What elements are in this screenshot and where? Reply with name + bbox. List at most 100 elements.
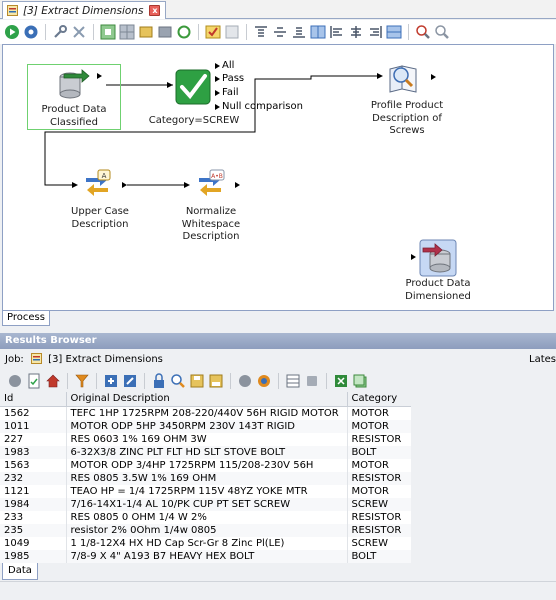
column-header-original-description[interactable]: Original Description [66, 392, 348, 407]
cell-original-description[interactable]: RES 0603 1% 169 OHM 3W [66, 432, 348, 446]
align-center-icon[interactable] [348, 24, 364, 40]
column-header-id[interactable]: Id [0, 392, 67, 407]
cell-id[interactable]: 1985 [0, 549, 67, 563]
database-writer-icon[interactable] [419, 239, 457, 277]
table-view-icon[interactable] [285, 373, 301, 389]
save-icon[interactable] [189, 373, 205, 389]
output-port-null-arrow[interactable] [215, 104, 220, 110]
cell-id[interactable]: 227 [0, 432, 67, 446]
column-header-category[interactable]: Category [347, 392, 412, 407]
cell-original-description[interactable]: 7/8-9 X 4" A193 B7 HEAVY HEX BOLT [66, 549, 348, 563]
cell-original-description[interactable]: 6-32X3/8 ZINC PLT FLT HD SLT STOVE BOLT [66, 445, 348, 459]
cell-original-description[interactable]: MOTOR ODP 5HP 3450RPM 230V 143T RIGID [66, 419, 348, 433]
stop-icon[interactable] [237, 373, 253, 389]
output-port-arrow[interactable] [122, 182, 127, 188]
cell-original-description[interactable]: resistor 2% 0Ohm 1/4w 0805 [66, 523, 348, 537]
cell-original-description[interactable]: 7/16-14X1-1/4 AL 10/PK CUP PT SET SCREW [66, 497, 348, 511]
cell-original-description[interactable]: 1 1/8-12X4 HX HD Cap Scr-Gr 8 Zinc Pl(LE… [66, 536, 348, 550]
cell-category[interactable]: RESISTOR [347, 523, 412, 537]
cell-id[interactable]: 1011 [0, 419, 67, 433]
record-icon[interactable] [7, 373, 23, 389]
check-processor-icon[interactable] [175, 69, 211, 105]
cell-id[interactable]: 1983 [0, 445, 67, 459]
cell-id[interactable]: 1984 [0, 497, 67, 511]
cell-category[interactable]: RESISTOR [347, 510, 412, 524]
close-tab-icon[interactable]: x [149, 5, 161, 16]
check-icon[interactable] [205, 24, 221, 40]
cell-category[interactable]: BOLT [347, 445, 412, 459]
cell-category[interactable]: RESISTOR [347, 432, 412, 446]
square-icon[interactable] [304, 373, 320, 389]
align-right-icon[interactable] [367, 24, 383, 40]
search-data-icon[interactable] [170, 373, 186, 389]
job-name[interactable]: [3] Extract Dimensions [48, 354, 163, 365]
cell-original-description[interactable]: RES 0805 0 OHM 1/4 W 2% [66, 510, 348, 524]
lock-icon[interactable] [151, 373, 167, 389]
document-check-icon[interactable] [26, 373, 42, 389]
grid-snap-icon[interactable] [100, 24, 116, 40]
tab-process[interactable]: Process [2, 311, 50, 326]
process-canvas[interactable]: Product Data Classified Category=SCREW A… [2, 44, 554, 311]
save-all-icon[interactable] [208, 373, 224, 389]
blank-icon[interactable] [224, 24, 240, 40]
rows-icon[interactable] [386, 24, 402, 40]
output-port-arrow[interactable] [431, 74, 436, 80]
profiler-book-icon[interactable] [387, 61, 421, 95]
cell-id[interactable]: 233 [0, 510, 67, 524]
refresh-icon[interactable] [176, 24, 192, 40]
editor-tab-extract-dimensions[interactable]: [3] Extract Dimensions x [2, 1, 167, 19]
input-port-arrow[interactable] [411, 254, 416, 260]
home-icon[interactable] [45, 373, 61, 389]
output-port-arrow[interactable] [235, 182, 240, 188]
cell-original-description[interactable]: RES 0805 3.5W 1% 169 OHM [66, 471, 348, 485]
align-bottom-icon[interactable] [291, 24, 307, 40]
cell-category[interactable]: MOTOR [347, 484, 412, 498]
cell-original-description[interactable]: TEFC 1HP 1725RPM 208-220/440V 56H RIGID … [66, 406, 348, 420]
cell-id[interactable]: 1049 [0, 536, 67, 550]
excel-export-icon[interactable] [333, 373, 349, 389]
cell-category[interactable]: MOTOR [347, 458, 412, 472]
cell-id[interactable]: 1562 [0, 406, 67, 420]
database-reader-icon[interactable] [56, 68, 90, 102]
output-port-all-arrow[interactable] [215, 63, 220, 69]
group-icon[interactable] [138, 24, 154, 40]
globe-icon[interactable] [256, 373, 272, 389]
add-row-icon[interactable] [103, 373, 119, 389]
ungroup-icon[interactable] [157, 24, 173, 40]
cell-original-description[interactable]: TEAO HP = 1/4 1725RPM 115V 48YZ YOKE MTR [66, 484, 348, 498]
filter-icon[interactable] [74, 373, 90, 389]
run-icon[interactable] [4, 24, 20, 40]
upper-case-transformer-icon[interactable]: A [80, 168, 114, 202]
grid-icon[interactable] [119, 24, 135, 40]
cell-id[interactable]: 1563 [0, 458, 67, 472]
align-left-icon[interactable] [329, 24, 345, 40]
cell-category[interactable]: MOTOR [347, 406, 412, 420]
cell-category[interactable]: RESISTOR [347, 471, 412, 485]
zoom-in-icon[interactable] [415, 24, 431, 40]
cell-category[interactable]: SCREW [347, 497, 412, 511]
tab-data[interactable]: Data [2, 563, 38, 580]
wrench-icon[interactable] [52, 24, 68, 40]
cell-id[interactable]: 235 [0, 523, 67, 537]
cell-id[interactable]: 232 [0, 471, 67, 485]
columns-icon[interactable] [310, 24, 326, 40]
cell-id[interactable]: 1121 [0, 484, 67, 498]
cell-category[interactable]: SCREW [347, 536, 412, 550]
normalize-transformer-icon[interactable]: A•B [193, 168, 227, 202]
align-top-icon[interactable] [253, 24, 269, 40]
tools-icon[interactable] [71, 24, 87, 40]
copy-data-icon[interactable] [352, 373, 368, 389]
output-port-pass-arrow[interactable] [215, 76, 220, 82]
